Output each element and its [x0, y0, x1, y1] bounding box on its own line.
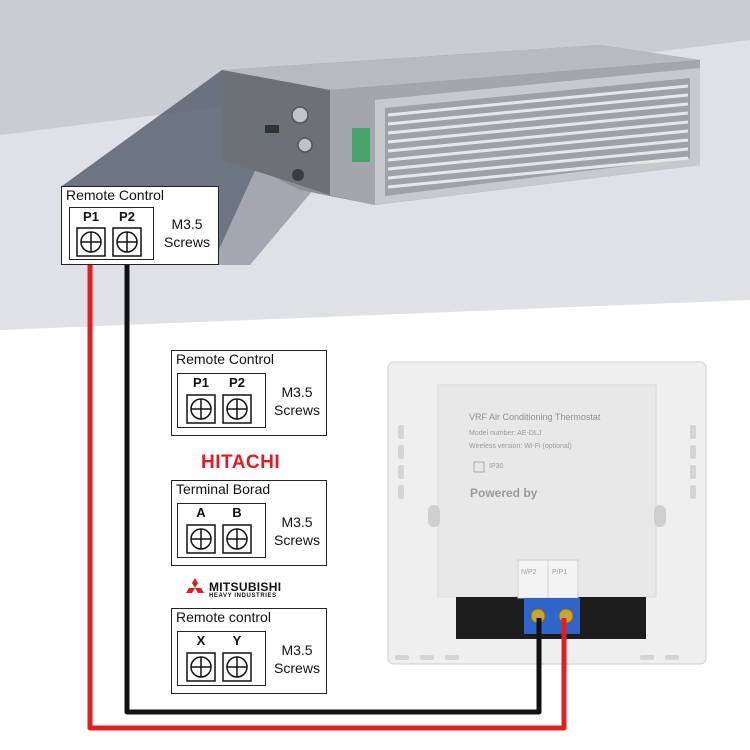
screw-icon: [222, 524, 252, 554]
box-title: Terminal Borad: [176, 481, 271, 497]
terminal-label-x: X: [196, 633, 206, 648]
screw-size: M3.5: [281, 514, 313, 530]
thermostat-powered-by: Powered by: [470, 486, 538, 500]
screw-word: Screws: [274, 402, 320, 418]
mitsubishi-diamonds-icon: [186, 578, 204, 593]
screw-size: M3.5: [281, 642, 313, 658]
terminal-label-a: A: [196, 505, 206, 520]
terminal-frame: A B: [177, 503, 266, 558]
screw-icon: [186, 652, 216, 682]
thermostat-wireless: Wireless version: Wi-Fi (optional): [469, 443, 572, 450]
terminal-label-p2: P2: [119, 209, 135, 224]
indoor-remote-control-box: Remote Control P1 P2 M3.5 Screws: [61, 186, 219, 265]
red-wire: [87, 255, 567, 731]
terminal-label-pp1: P/P1: [552, 569, 568, 576]
screw-note: M3.5 Screws: [268, 383, 326, 419]
screw-word: Screws: [274, 660, 320, 676]
screw-icon: [76, 227, 106, 257]
terminal-label-p1: P1: [193, 375, 209, 390]
screw-icon: [186, 394, 216, 424]
screw-icons: [76, 227, 142, 257]
terminal-frame: X Y: [177, 631, 266, 686]
hitachi-logo: HITACHI: [201, 452, 281, 473]
screw-word: Screws: [274, 532, 320, 548]
terminal-label-p1: P1: [83, 209, 99, 224]
terminal-frame: P1 P2: [177, 373, 266, 428]
option-box-remote-control: Remote Control P1 P2 M3.5 Screws: [171, 350, 327, 436]
duct-unit-illustration: [222, 45, 700, 205]
screw-icon: [222, 394, 252, 424]
black-wire: [124, 255, 542, 715]
screw-size: M3.5: [171, 216, 203, 232]
screw-icon: [222, 652, 252, 682]
mitsubishi-logo-subtext: HEAVY INDUSTRIES: [209, 593, 277, 599]
screw-icon: [112, 227, 142, 257]
box-title: Remote Control: [176, 351, 275, 367]
screw-note: M3.5 Screws: [268, 513, 326, 549]
screw-note: M3.5 Screws: [157, 215, 217, 251]
option-box-terminal-board: Terminal Borad A B M3.5 Screws: [171, 480, 327, 566]
screw-note: M3.5 Screws: [268, 641, 326, 677]
terminal-frame: P1 P2: [69, 207, 154, 260]
screw-icon: [186, 524, 216, 554]
terminal-label-p2: P2: [229, 375, 245, 390]
thermostat-panel: [387, 361, 707, 665]
thermostat-title: VRF Air Conditioning Thermostat: [469, 412, 601, 422]
mitsubishi-logo-text: MITSUBISHI: [209, 580, 282, 594]
terminal-label-y: Y: [232, 633, 242, 648]
thermostat-model: Model number: AE-DLJ: [469, 430, 542, 437]
box-title: Remote control: [176, 609, 271, 625]
thermostat-ip-rating: IP30: [489, 463, 504, 470]
terminal-label-b: B: [232, 505, 242, 520]
screw-icons: [186, 652, 252, 682]
box-title: Remote Control: [66, 187, 165, 203]
option-box-remote-control-xy: Remote control X Y M3.5 Screws: [171, 608, 327, 694]
screw-icons: [186, 394, 252, 424]
terminal-label-np2: N/P2: [521, 569, 537, 576]
screw-size: M3.5: [281, 384, 313, 400]
screw-word: Screws: [164, 234, 210, 250]
screw-icons: [186, 524, 252, 554]
